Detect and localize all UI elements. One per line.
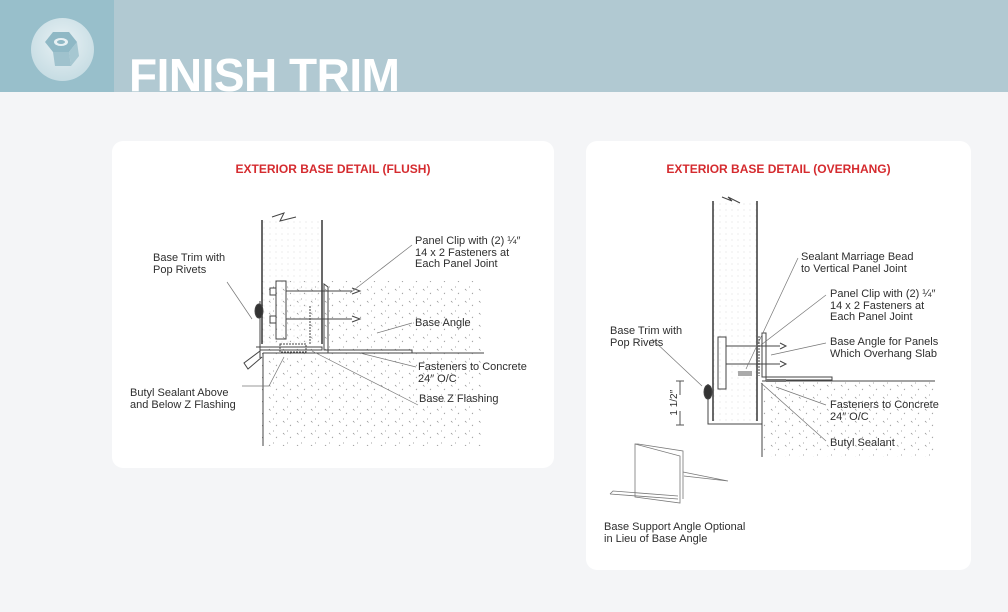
overhang-detail-drawing [609,196,935,504]
label-butyl-sealant: Butyl Sealant Above and Below Z Flashing [130,387,236,411]
label-sealant-bead: Sealant Marriage Bead to Vertical Panel … [801,251,914,275]
label-base-trim: Base Trim with Pop Rivets [610,325,683,349]
header-band: FINISH TRIM [0,0,1008,92]
flush-detail-drawing [226,212,484,446]
overhang-detail-card: EXTERIOR BASE DETAIL (OVERHANG) [586,141,971,570]
label-dimension: 1 1/2″ [669,389,681,416]
label-fasteners: Fasteners to Concrete 24″ O/C [418,361,527,385]
page-title: FINISH TRIM [129,49,400,92]
label-base-trim: Base Trim with Pop Rivets [153,252,226,276]
label-base-angle: Base Angle for Panels Which Overhang Sla… [830,336,939,360]
label-base-angle: Base Angle [415,317,471,329]
logo-box [0,0,114,92]
flush-detail-card: EXTERIOR BASE DETAIL (FLUSH) Base Tr [112,141,554,468]
label-butyl-sealant: Butyl Sealant [830,437,895,449]
label-panel-clip: Panel Clip with (2) ¼″ 14 x 2 Fasteners … [830,288,936,323]
label-z-flashing: Base Z Flashing [419,393,499,405]
label-support-angle: Base Support Angle Optional in Lieu of B… [604,521,746,545]
hex-nut-icon [31,18,94,81]
label-fasteners: Fasteners to Concrete 24″ O/C [830,399,939,423]
label-panel-clip: Panel Clip with (2) ¼″ 14 x 2 Fasteners … [415,235,521,270]
flush-detail-title: EXTERIOR BASE DETAIL (FLUSH) [235,162,431,176]
overhang-detail-title: EXTERIOR BASE DETAIL (OVERHANG) [666,162,891,176]
